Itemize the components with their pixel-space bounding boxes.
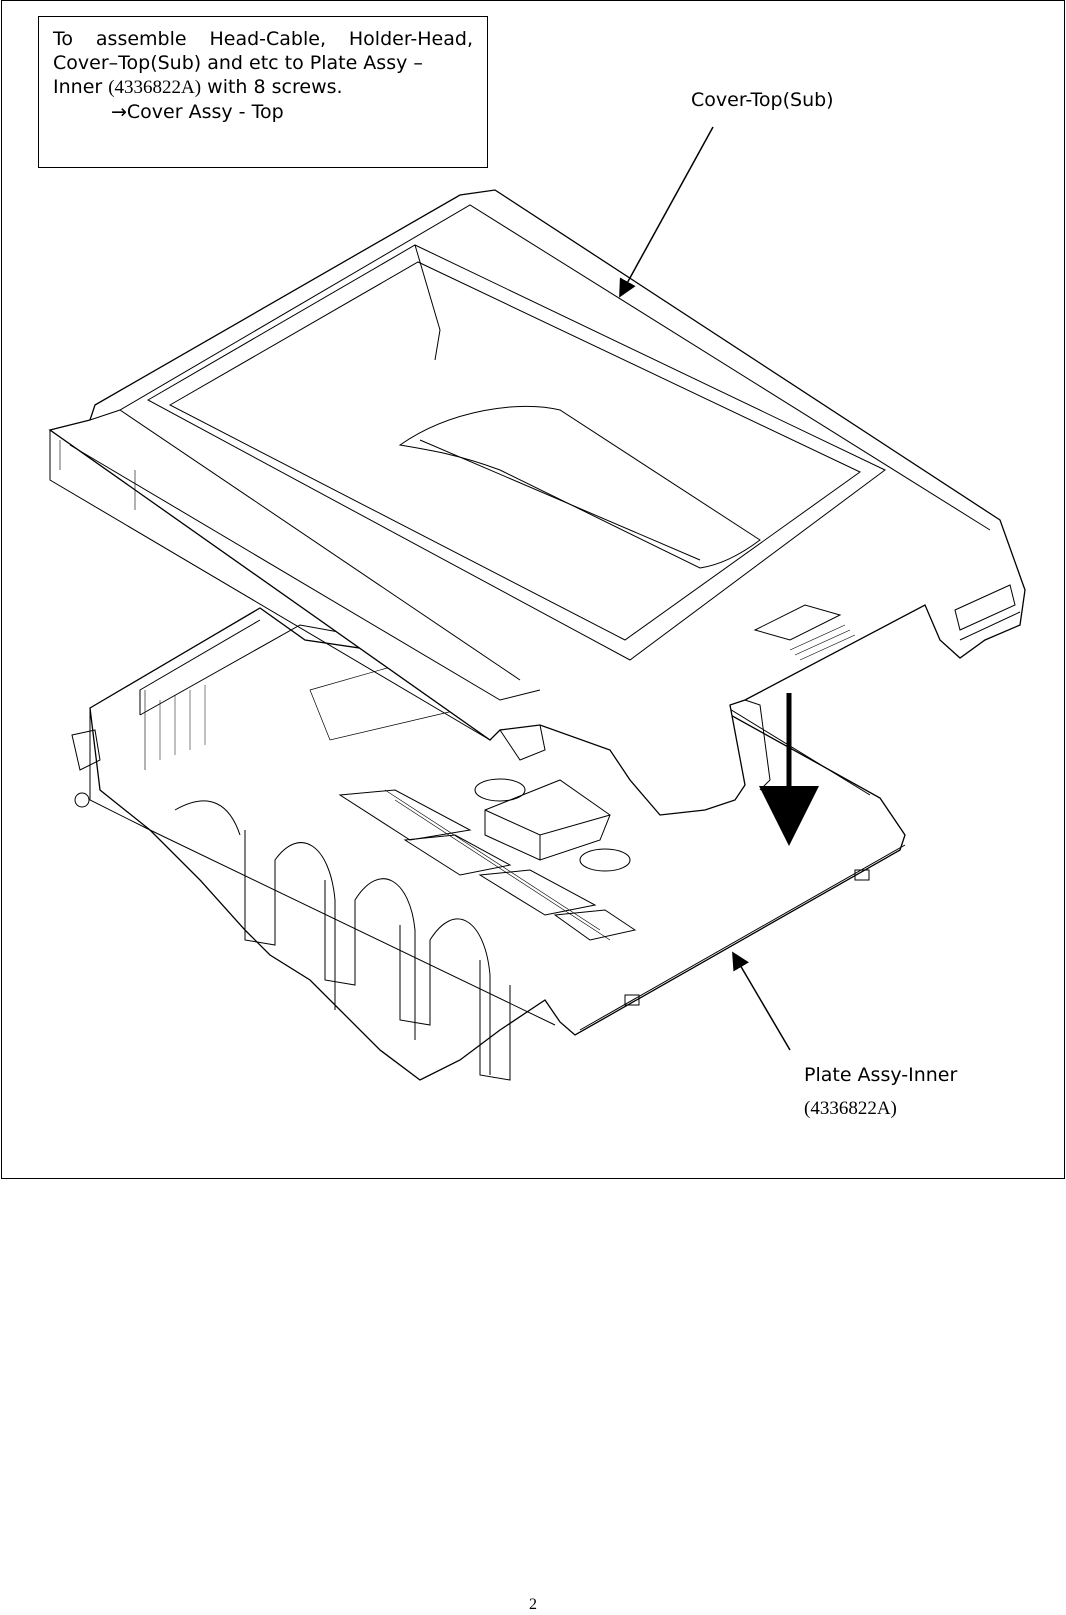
instruction-result: →Cover Assy - Top [111,101,284,123]
instruction-box: To assemble Head-Cable, Holder-Head, Cov… [38,16,488,168]
plate-assy-callout-arrow [732,951,791,1051]
plate-assy-inner-label: Plate Assy-Inner [804,1064,958,1086]
instruction-line: To assemble Head-Cable, Holder-Head, [53,28,473,50]
cover-top-sub-drawing [48,189,1026,816]
cover-top-sub-callout-arrow [619,126,714,298]
instruction-line: Inner (4336822A) with 8 screws. [53,76,343,98]
figure-frame [1,0,1065,1179]
cover-top-sub-label: Cover-Top(Sub) [691,89,834,111]
page-number: 2 [529,1596,537,1613]
part-number: (4336822A) [108,77,202,98]
exploded-assembly-illustration [48,126,1026,1081]
plate-assy-inner-part-number: (4336822A) [804,1098,897,1119]
instruction-line: Cover–Top(Sub) and etc to Plate Assy – [53,52,423,74]
